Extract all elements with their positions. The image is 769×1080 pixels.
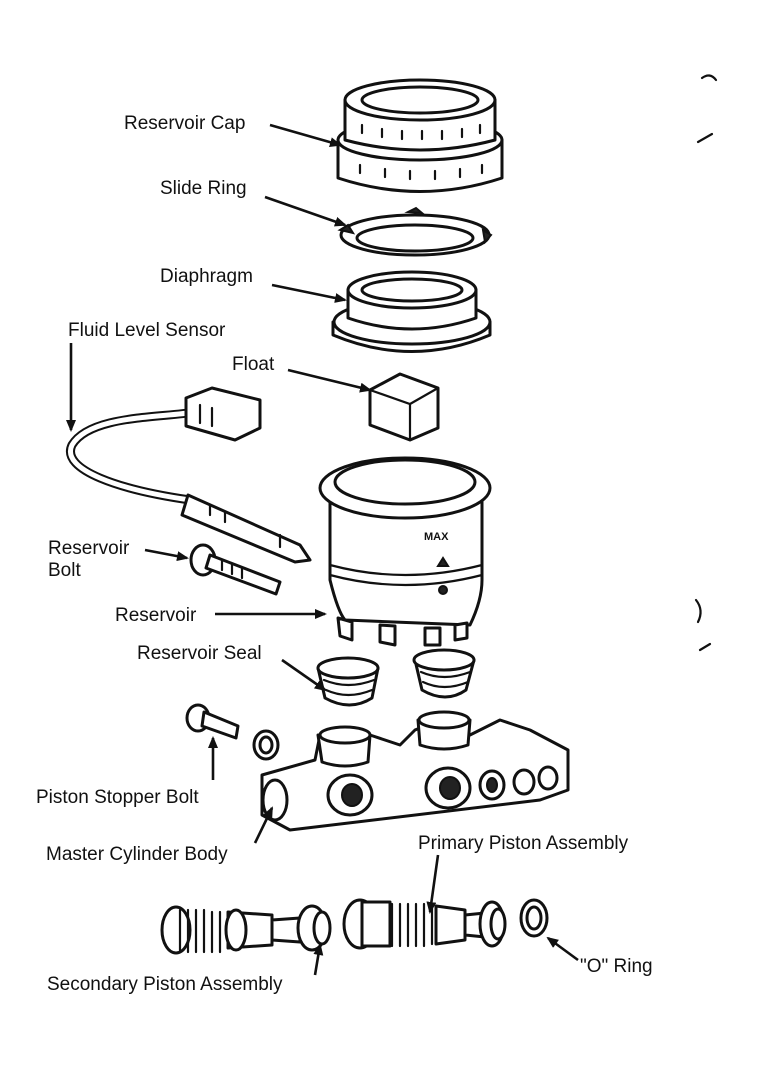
reservoir-cap-part bbox=[336, 78, 504, 193]
leader-arrows bbox=[66, 123, 579, 976]
label-o-ring: "O" Ring bbox=[580, 956, 653, 977]
slide-ring-part bbox=[337, 206, 493, 257]
float-part bbox=[368, 372, 440, 442]
label-reservoir-bolt-line2: Bolt bbox=[48, 560, 81, 581]
piston-stopper-bolt-part bbox=[185, 703, 280, 761]
label-reservoir-cap: Reservoir Cap bbox=[124, 113, 245, 134]
label-fluid-level-sensor: Fluid Level Sensor bbox=[68, 320, 226, 341]
primary-piston-assembly-part bbox=[342, 898, 507, 950]
label-reservoir-bolt-line1: Reservoir bbox=[48, 538, 130, 559]
label-float: Float bbox=[232, 354, 275, 375]
label-reservoir-seal: Reservoir Seal bbox=[137, 643, 262, 664]
edge-marks bbox=[694, 74, 718, 652]
label-primary-piston-assembly: Primary Piston Assembly bbox=[418, 833, 629, 854]
reservoir-seal-part bbox=[316, 648, 476, 707]
reservoir-bolt-part bbox=[189, 543, 282, 596]
o-ring-part bbox=[519, 898, 549, 938]
fluid-level-sensor-part bbox=[66, 386, 312, 564]
reservoir-part: MAX bbox=[318, 456, 492, 647]
label-reservoir: Reservoir bbox=[115, 605, 197, 626]
reservoir-max-mark: MAX bbox=[424, 531, 449, 543]
label-secondary-piston-assembly: Secondary Piston Assembly bbox=[47, 974, 283, 995]
master-cylinder-body-part bbox=[260, 710, 570, 832]
label-piston-stopper-bolt: Piston Stopper Bolt bbox=[36, 787, 199, 808]
label-diaphragm: Diaphragm bbox=[160, 266, 253, 287]
diaphragm-part bbox=[331, 270, 492, 353]
label-master-cylinder-body: Master Cylinder Body bbox=[46, 844, 228, 865]
label-slide-ring: Slide Ring bbox=[160, 178, 247, 199]
secondary-piston-assembly-part bbox=[160, 904, 332, 955]
